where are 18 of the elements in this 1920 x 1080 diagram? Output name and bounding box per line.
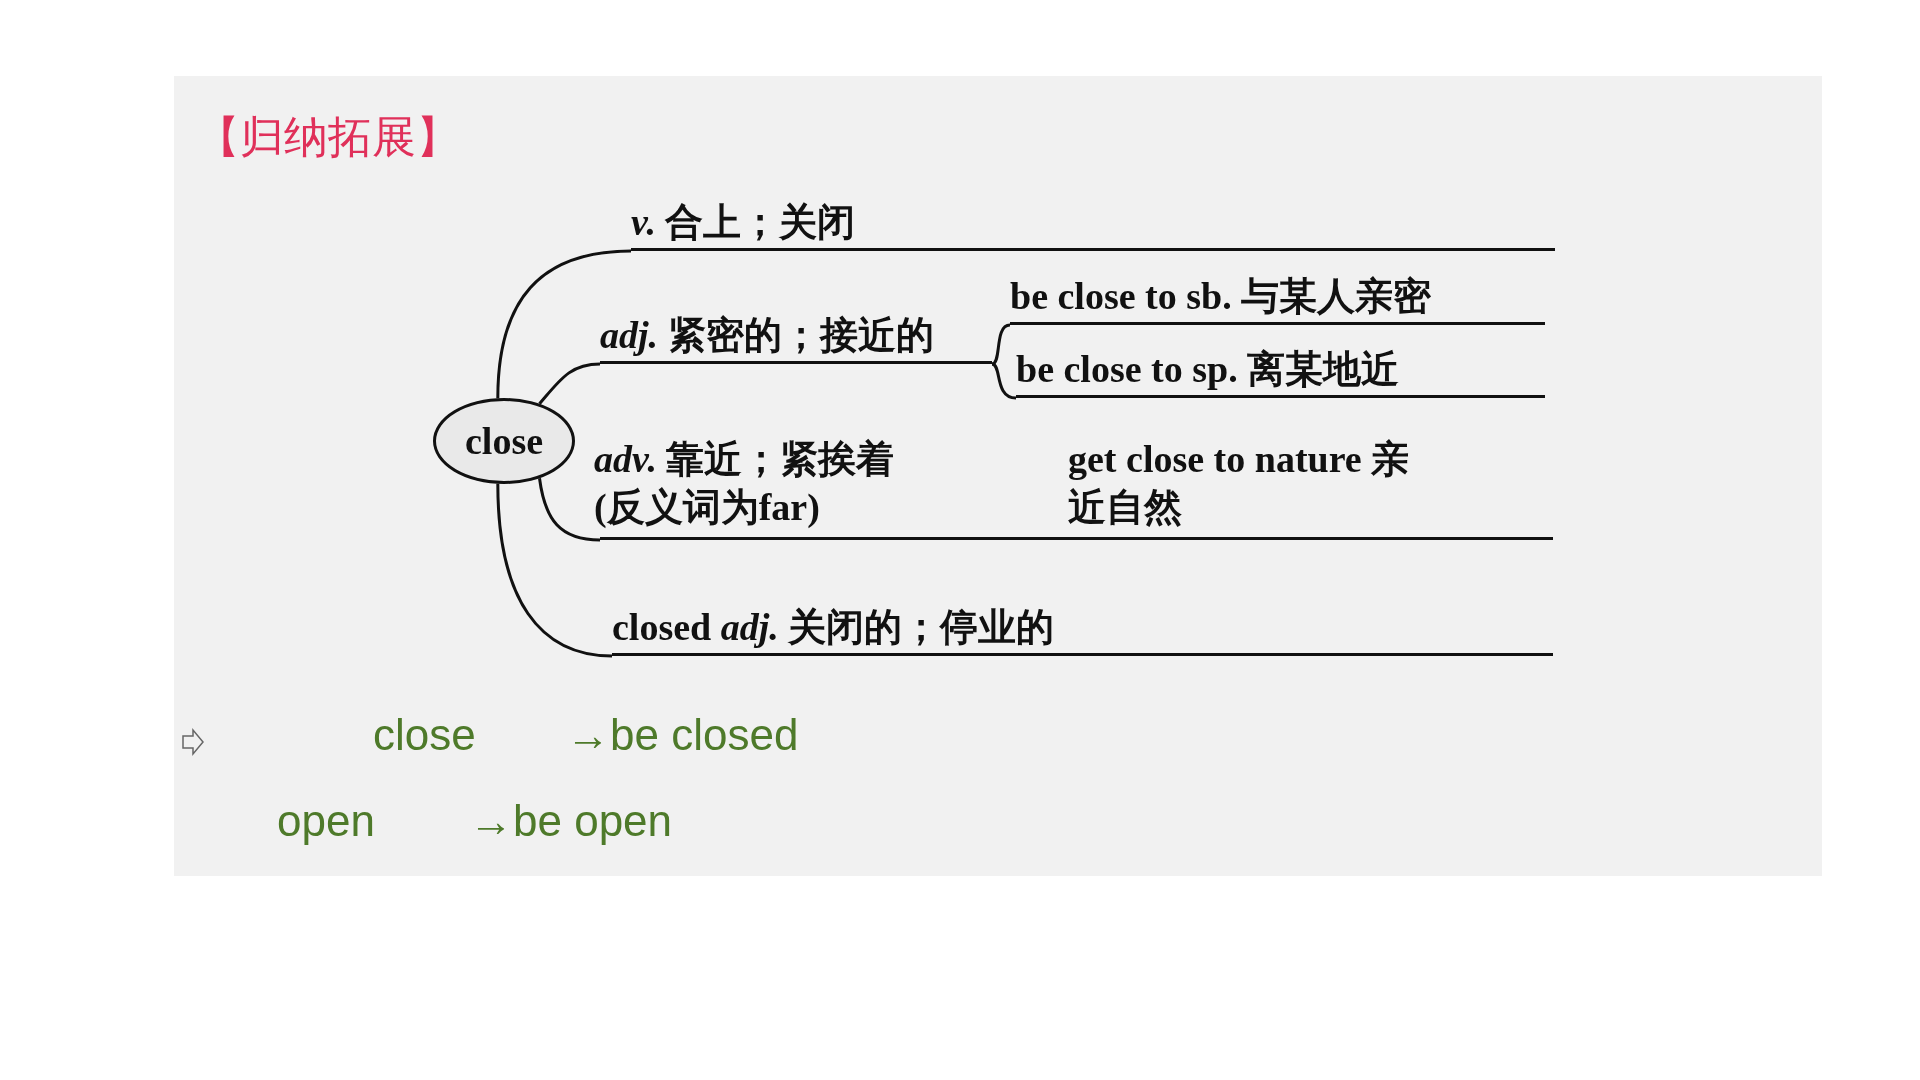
connector-line (991, 323, 1011, 366)
connector-line (496, 483, 613, 658)
branch-text: v. 合上；关闭 (631, 200, 856, 245)
title: 【归纳拓展】 (196, 110, 460, 164)
connector-line (538, 362, 601, 405)
branch-text: be close to sb. 与某人亲密 (1010, 274, 1432, 319)
connector-line (538, 478, 601, 542)
branch-text: be close to sp. 离某地近 (1016, 347, 1400, 392)
connector-line (991, 362, 1017, 400)
branch-text: adv. 靠近；紧挨着(反义词为far) (594, 437, 896, 530)
bullet-text: →be open (469, 796, 673, 846)
bullet-text: open (277, 796, 375, 846)
branch-text: closed adj. 关闭的；停业的 (612, 605, 1055, 650)
branch-text: adj. 紧密的；接近的 (600, 313, 934, 358)
bullet-text: close (373, 710, 476, 760)
branch-text: get close to nature 亲近自然 (1068, 437, 1411, 530)
connector-line (496, 249, 632, 399)
bullet-text: →be closed (566, 710, 799, 760)
